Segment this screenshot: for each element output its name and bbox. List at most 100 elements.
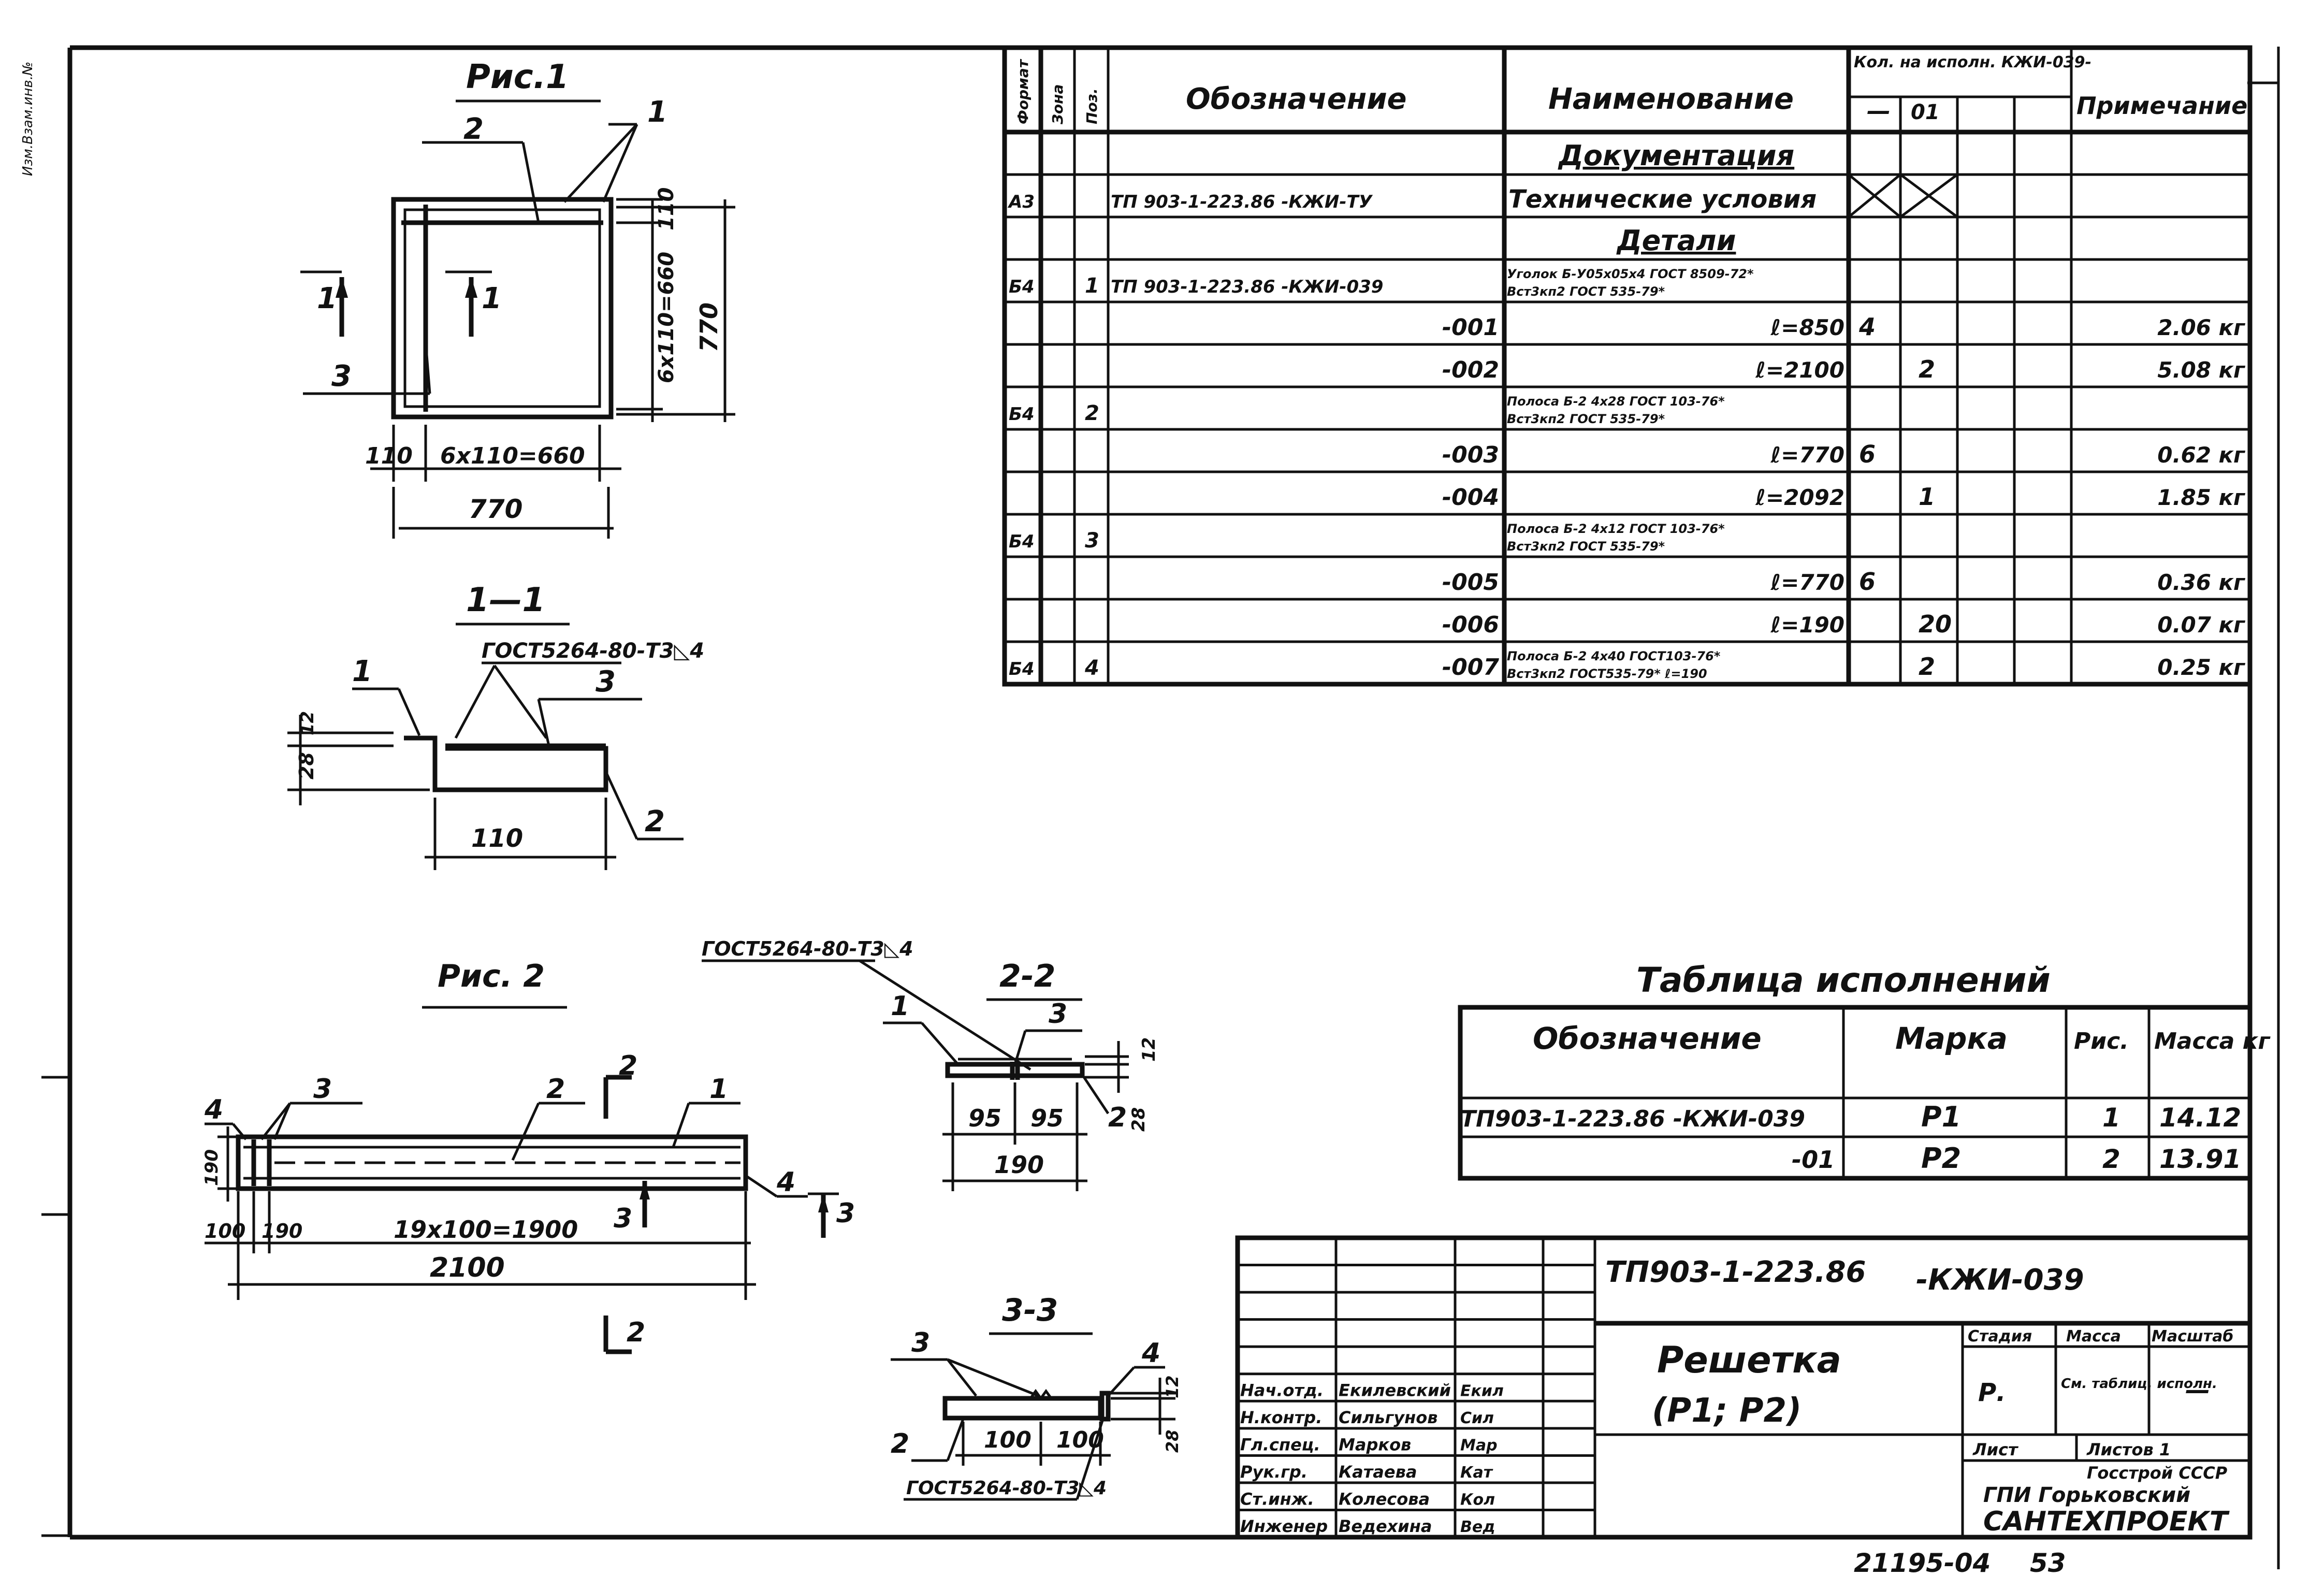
tb-code: ТП903-1-223.86	[1605, 1255, 1866, 1289]
spec-cell-designation: -003	[1442, 442, 1499, 468]
section-2-2: ГОСТ5264-80-Т3◺4 2-2 1 3 2 12 28 95 95	[702, 937, 1159, 1191]
sec11-weld: ГОСТ5264-80-Т3◺4	[482, 639, 704, 663]
sec33-weld: ГОСТ5264-80-Т3◺4	[906, 1478, 1107, 1499]
fig1-dim-right-total: 770	[695, 302, 723, 352]
spec-cell-designation: -006	[1442, 612, 1499, 638]
tb-sheets-label: Листов 1	[2086, 1440, 2171, 1459]
sec11-callout-3: 3	[595, 665, 616, 699]
tb-name2: (Р1; Р2)	[1652, 1392, 1802, 1430]
tb-stage-label: Стадия	[1968, 1327, 2032, 1346]
fig1-title: Рис.1	[466, 58, 569, 96]
fig2-section-2-top: 2	[619, 1050, 637, 1081]
fig2-callout-2: 2	[546, 1074, 565, 1105]
exec-row1-mass: 14.12	[2159, 1103, 2241, 1133]
tb-mass-label: Масса	[2066, 1327, 2121, 1346]
spec-cell-designation: -007	[1442, 654, 1499, 681]
fig2-section-3-left: 3	[614, 1203, 632, 1234]
spec-cell-name-2: Вст3кп2 ГОСТ535-79* ℓ=190	[1507, 667, 1707, 681]
tb-name: Решетка	[1657, 1339, 1841, 1381]
spec-cell-name: ℓ=2100	[1755, 357, 1844, 383]
sec11-dim-12: 12	[297, 711, 318, 735]
fig1-dim-right-top: 110	[655, 187, 678, 231]
spec-header-zone: Зона	[1049, 84, 1066, 125]
spec-cell-qty-b: 20	[1919, 610, 1952, 638]
spec-cell-note: 0.07 кг	[2157, 612, 2246, 638]
staff-name: Сильгунов	[1339, 1408, 1438, 1427]
spec-cell-format: Б4	[1009, 659, 1035, 680]
figure-2: Рис. 2 4 3 2 1 4 2 2 3	[201, 958, 855, 1354]
tb-scale-label: Масштаб	[2152, 1327, 2233, 1346]
sec11-dim-110: 110	[471, 824, 523, 853]
executions-table: Таблица исполнений Обозначение Марка Рис…	[1458, 960, 2271, 1181]
tb-sheet-label: Лист	[1972, 1440, 2019, 1459]
staff-role: Н.контр.	[1240, 1408, 1322, 1427]
fig2-dim-190b: 190	[262, 1220, 302, 1242]
spec-cell-name: Технические условия	[1508, 185, 1817, 214]
fig2-dim-190-left: 190	[201, 1149, 222, 1186]
spec-row: Документация	[1558, 139, 1794, 172]
spec-cell-qty-a: 4	[1858, 313, 1876, 341]
spec-cell-designation: -004	[1442, 484, 1499, 511]
fig2-callout-1: 1	[709, 1074, 728, 1105]
staff-name: Марков	[1339, 1435, 1411, 1454]
spec-cell-name: Уголок Б-У05х05х4 ГОСТ 8509-72*	[1507, 267, 1754, 281]
fig1-callout-3: 3	[331, 359, 352, 393]
exec-row2-mark: Р2	[1921, 1142, 1961, 1175]
staff-role: Гл.спец.	[1240, 1435, 1320, 1454]
spec-cell-note: 5.08 кг	[2157, 357, 2246, 383]
spec-cell-pos: 2	[1085, 401, 1099, 425]
footer-code: 21195-04	[1854, 1548, 1991, 1578]
exec-row1-designation: ТП903-1-223.86 -КЖИ-039	[1460, 1106, 1805, 1132]
spec-cell-designation: -001	[1442, 314, 1499, 341]
fig1-section-left: 1	[317, 282, 337, 315]
spec-cell-name: ℓ=770	[1770, 570, 1844, 595]
fig2-callout-4-right: 4	[776, 1167, 795, 1198]
fig2-section-2-bottom: 2	[627, 1317, 645, 1348]
sec11-dim-28: 28	[295, 752, 318, 779]
footer-page: 53	[2030, 1548, 2066, 1578]
fig1-callout-1: 1	[647, 95, 667, 129]
exec-header-fig: Рис.	[2074, 1028, 2129, 1054]
figure-1: Рис.1 1 2 3 1 1 110 6х110=660	[300, 58, 735, 539]
spec-header-pos: Поз.	[1083, 88, 1100, 124]
spec-cell-section: Детали	[1616, 224, 1736, 257]
sec33-callout-2: 2	[891, 1428, 909, 1459]
spec-cell-qty-b: 2	[1919, 653, 1935, 681]
sec22-dim-190: 190	[994, 1151, 1044, 1179]
margin-note: Изм.Взам.инв.№	[20, 62, 36, 176]
spec-cell-name: ℓ=850	[1770, 315, 1844, 340]
fig2-dim-total: 2100	[430, 1252, 505, 1283]
sec11-callout-2: 2	[645, 805, 665, 839]
spec-cell-designation: -005	[1442, 569, 1499, 596]
tb-org3: САНТЕХПРОЕКТ	[1983, 1506, 2230, 1537]
spec-cell-pos: 3	[1085, 529, 1099, 553]
tb-code2: -КЖИ-039	[1916, 1263, 2084, 1297]
staff-role: Ст.инж.	[1240, 1489, 1314, 1509]
tb-org2: ГПИ Горьковский	[1983, 1483, 2190, 1507]
spec-cell-designation: -002	[1442, 357, 1499, 383]
staff-signature: Вед	[1460, 1518, 1495, 1536]
spec-cell-note: 0.36 кг	[2157, 570, 2246, 595]
tb-org1: Госстрой СССР	[2087, 1463, 2228, 1483]
fig2-callout-4-left: 4	[204, 1094, 223, 1125]
spec-cell-name-2: Вст3кп2 ГОСТ 535-79*	[1507, 539, 1665, 554]
sec22-callout-2: 2	[1108, 1102, 1127, 1133]
exec-row2-mass: 13.91	[2159, 1144, 2241, 1174]
spec-cell-designation: ТП 903-1-223.86 -КЖИ-ТУ	[1111, 192, 1373, 212]
spec-cell-format: Б4	[1009, 404, 1035, 425]
staff-name: Катаева	[1339, 1462, 1417, 1482]
spec-header-note: Примечание	[2076, 92, 2247, 120]
exec-row1-mark: Р1	[1921, 1101, 1961, 1133]
spec-cell-name: ℓ=2092	[1755, 485, 1844, 510]
fig1-dim-total: 770	[469, 494, 522, 524]
sec22-dim-12: 12	[1139, 1037, 1159, 1062]
